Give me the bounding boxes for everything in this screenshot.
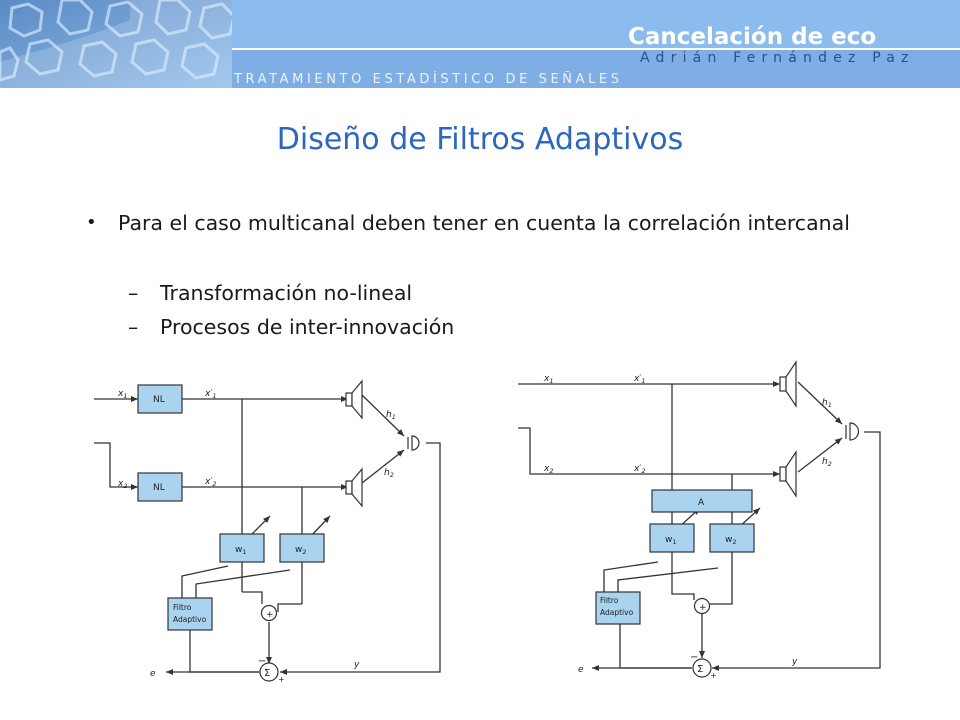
label-x2: x2 xyxy=(543,464,553,475)
slide-header: Cancelación de eco Adrián Fernández Paz … xyxy=(0,0,960,88)
label-e: e xyxy=(150,669,156,679)
label-plus: + xyxy=(710,671,717,680)
label-a: A xyxy=(698,498,705,508)
sub-bullet-item: –Transformación no-lineal xyxy=(128,280,412,306)
adaptive-filter-block xyxy=(167,597,213,631)
w1-block xyxy=(649,523,695,553)
label-y: y xyxy=(791,657,798,667)
adder-circle xyxy=(693,597,711,615)
microphone-icon xyxy=(407,435,420,451)
bullet-item: • Para el caso multicanal deben tener en… xyxy=(86,210,866,236)
label-w2: w2 xyxy=(725,535,737,546)
diagram-nonlinear-transformation xyxy=(94,394,441,675)
label-e: e xyxy=(578,665,584,675)
speaker-icon xyxy=(345,379,363,420)
bullet-text: Para el caso multicanal deben tener en c… xyxy=(118,211,850,235)
author-name: Adrián Fernández Paz xyxy=(640,50,915,66)
diagram-inter-innovation xyxy=(518,381,881,671)
summation-circle xyxy=(692,658,712,678)
a-block xyxy=(651,489,753,513)
slide-title: Diseño de Filtros Adaptivos xyxy=(276,122,684,157)
label-w1: w1 xyxy=(235,545,247,556)
label-xp1: x′1 xyxy=(204,389,217,400)
diagram-right-blocks xyxy=(595,360,860,678)
label-plus: + xyxy=(699,603,707,613)
sub-bullet-dash: – xyxy=(128,315,139,339)
label-minus: − xyxy=(258,656,266,667)
adder-circle xyxy=(260,604,278,622)
speaker-icon xyxy=(345,467,363,508)
label-xp1: x′1 xyxy=(633,374,646,385)
label-nl: NL xyxy=(153,395,165,405)
header-texture-image xyxy=(0,0,232,88)
presentation-title: Cancelación de eco xyxy=(628,24,877,50)
label-xp2: x′2 xyxy=(204,477,217,488)
label-xp2: x′2 xyxy=(633,464,646,475)
label-minus: − xyxy=(690,652,698,663)
sub-bullet-text: Transformación no-lineal xyxy=(160,281,413,305)
label-plus: + xyxy=(266,610,274,620)
diagram-left-blocks xyxy=(137,379,420,682)
w1-block xyxy=(219,533,265,563)
sub-bullet-item: –Procesos de inter-innovación xyxy=(128,314,454,340)
speaker-icon xyxy=(779,360,797,408)
label-sigma: Σ xyxy=(264,668,270,679)
label-filter-line2: Adaptivo xyxy=(173,615,207,624)
label-w2: w2 xyxy=(295,545,307,556)
sub-bullet-text: Procesos de inter-innovación xyxy=(160,315,455,339)
label-x2: x2 xyxy=(117,479,127,490)
adaptive-filter-block xyxy=(595,591,641,625)
bullet-dot: • xyxy=(86,212,97,233)
label-x1: x1 xyxy=(543,374,553,385)
label-filter-line1: Filtro xyxy=(600,596,619,605)
label-nl: NL xyxy=(153,483,165,493)
header-divider xyxy=(0,48,960,50)
label-filter-line1: Filtro xyxy=(173,603,192,612)
label-h1: h1 xyxy=(386,410,396,421)
course-subtitle: TRATAMIENTO ESTADÍSTICO DE SEÑALES xyxy=(234,72,623,87)
label-sigma: Σ xyxy=(697,664,703,675)
label-y: y xyxy=(353,660,360,670)
sub-bullet-dash: – xyxy=(128,281,139,305)
label-w1: w1 xyxy=(665,535,677,546)
label-h2: h2 xyxy=(384,468,394,479)
label-filter-line2: Adaptivo xyxy=(600,608,634,617)
speaker-icon xyxy=(779,450,797,498)
nl-block-2 xyxy=(137,472,183,502)
diagram-right-labels: x1 x2 x′1 x′2 A w1 w2 h1 h2 Filtro Adapt… xyxy=(543,374,832,680)
w2-block xyxy=(709,523,755,553)
label-plus: + xyxy=(278,675,285,684)
summation-circle xyxy=(259,662,279,682)
nl-block-1 xyxy=(137,384,183,414)
label-x1: x1 xyxy=(117,389,127,400)
microphone-icon xyxy=(845,422,860,441)
label-h1: h1 xyxy=(822,398,832,409)
label-h2: h2 xyxy=(822,457,832,468)
w2-block xyxy=(279,533,325,563)
diagram-left-labels: x1 x2 x′1 x′2 NL NL w1 w2 h1 h2 Filtro A… xyxy=(117,389,396,684)
